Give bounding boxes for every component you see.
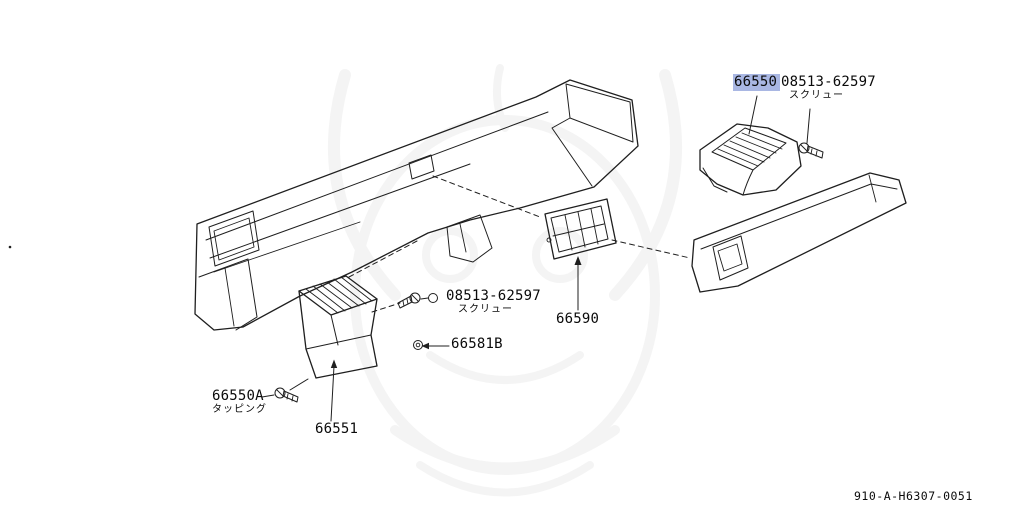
part-label-screw-mid[interactable]: 08513-62597 スクリュー [446, 288, 541, 316]
part-number: 66581B [451, 336, 503, 352]
screw-icon [798, 142, 824, 159]
part-label-66551[interactable]: 66551 [315, 422, 358, 437]
part-label-66590[interactable]: 66590 [556, 312, 599, 327]
duct-66550-drawing [699, 123, 802, 196]
part-number: 66590 [556, 311, 600, 327]
part-number: 08513-62597 [446, 288, 541, 304]
side-finisher-drawing [691, 172, 907, 293]
bullet-circle-icon [428, 293, 438, 303]
vent-66590-drawing [544, 198, 617, 260]
leader-lines [261, 95, 811, 422]
part-number: 66550A [212, 388, 264, 404]
dashboard-drawing [194, 79, 639, 331]
watermark-logo [327, 64, 683, 497]
screw-icon [397, 292, 421, 309]
part-label-66550[interactable]: 66550 [733, 74, 781, 91]
drawing-number: 910-A-H6307-0051 [854, 489, 973, 503]
highlighted-part-number: 66550 [733, 74, 781, 91]
part-label-screw-top[interactable]: 08513-62597 スクリュー [781, 74, 876, 102]
part-label-66550A[interactable]: 66550A タッピング [212, 388, 267, 416]
part-number: 08513-62597 [781, 74, 876, 90]
print-artifact-dot [8, 245, 12, 249]
part-note-japanese: スクリュー [458, 304, 513, 315]
part-note-japanese: スクリュー [789, 90, 844, 101]
assembly-dashed-lines [348, 175, 691, 313]
part-label-66581B[interactable]: 66581B [451, 337, 503, 352]
part-number: 66551 [315, 421, 359, 437]
screw-icon [274, 387, 299, 403]
grommet-icon [413, 340, 423, 350]
part-note-japanese: タッピング [212, 404, 267, 415]
duct-66551-drawing [298, 275, 378, 379]
